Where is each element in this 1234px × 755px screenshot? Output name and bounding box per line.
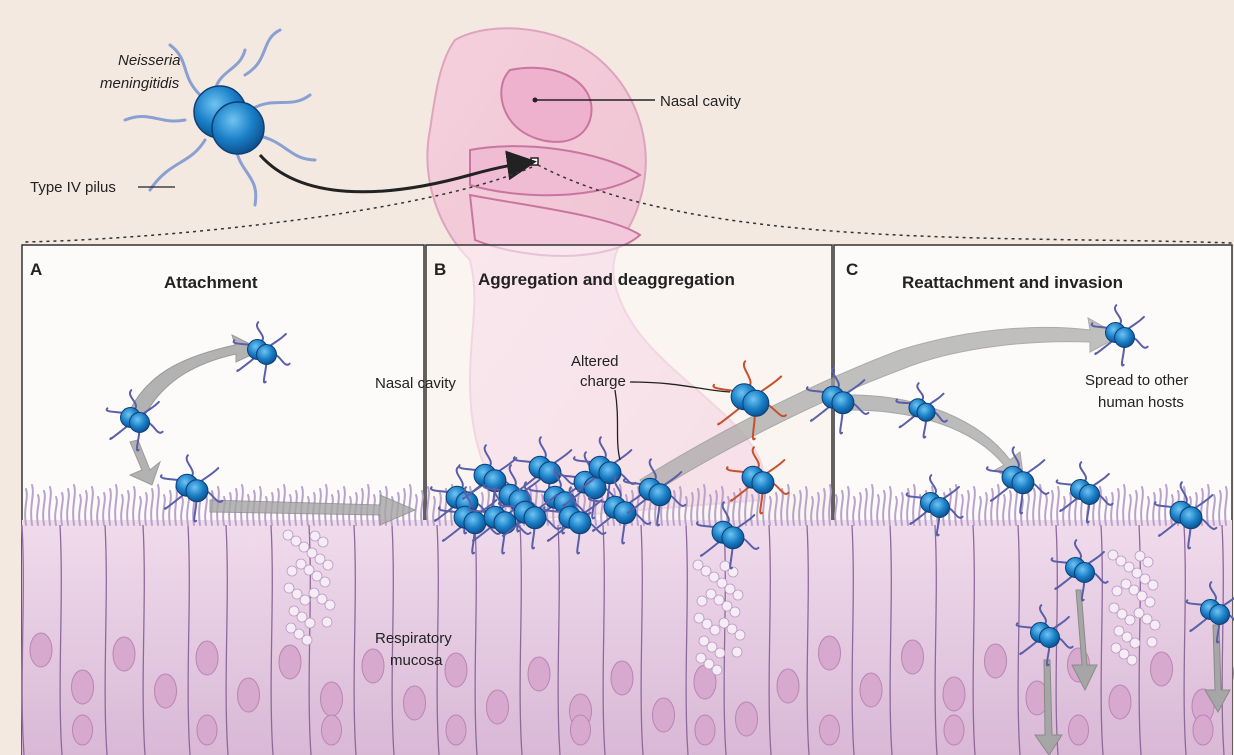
cell-nucleus [113,637,135,671]
zoom-marker [531,158,538,165]
cell-nucleus [72,670,94,704]
goblet-vesicle [735,630,745,640]
goblet-vesicle [1145,597,1155,607]
organism-name-line1: Neisseria [118,52,181,69]
goblet-vesicle [1125,615,1135,625]
cell-nucleus [322,715,342,745]
pilus-label: Type IV pilus [30,179,116,196]
spread-line2: human hosts [1098,394,1184,411]
cell-nucleus [571,715,591,745]
cell-nucleus [820,715,840,745]
goblet-vesicle [712,665,722,675]
goblet-vesicle [1147,637,1157,647]
cell-nucleus [197,715,217,745]
cell-nucleus [985,644,1007,678]
cell-nucleus [321,682,343,716]
goblet-vesicle [1150,620,1160,630]
altered-charge-line2: charge [580,373,626,390]
panel-c-letter: C [846,260,858,279]
cell-nucleus [944,715,964,745]
cell-nucleus [487,690,509,724]
cell-nucleus [196,641,218,675]
cell-nucleus [445,653,467,687]
goblet-vesicle [733,590,743,600]
cell-nucleus [860,673,882,707]
cell-nucleus [902,640,924,674]
nasal-cavity-label: Nasal cavity [660,93,741,110]
panel-b-letter: B [434,260,446,279]
cell-nucleus [73,715,93,745]
goblet-vesicle [287,566,297,576]
nasal-cavity-panel-label: Nasal cavity [375,375,456,392]
cell-nucleus [238,678,260,712]
cell-nucleus [736,702,758,736]
goblet-vesicle [1143,557,1153,567]
goblet-vesicle [300,595,310,605]
goblet-vesicle [1112,586,1122,596]
spread-line1: Spread to other [1085,372,1188,389]
goblet-vesicle [305,618,315,628]
cell-nucleus [446,715,466,745]
cell-nucleus [695,715,715,745]
goblet-vesicle [732,647,742,657]
cell-nucleus [819,636,841,670]
cell-nucleus [528,657,550,691]
goblet-vesicle [1130,638,1140,648]
cell-nucleus [777,669,799,703]
cell-nucleus [404,686,426,720]
altered-charge-line1: Altered [571,353,619,370]
panel-a-title: Attachment [164,273,258,292]
goblet-vesicle [318,537,328,547]
goblet-vesicle [730,607,740,617]
goblet-vesicle [715,648,725,658]
cell-nucleus [1109,685,1131,719]
goblet-vesicle [302,635,312,645]
goblet-vesicle [1148,580,1158,590]
panel-a-letter: A [30,260,42,279]
goblet-vesicle [710,625,720,635]
cell-nucleus [611,661,633,695]
goblet-vesicle [728,567,738,577]
goblet-vesicle [320,577,330,587]
goblet-vesicle [323,560,333,570]
panel-b-title: Aggregation and deaggregation [478,270,735,289]
goblet-vesicle [322,617,332,627]
goblet-vesicle [1127,655,1137,665]
goblet-vesicle [325,600,335,610]
respiratory-line1: Respiratory [375,630,452,647]
cell-nucleus [279,645,301,679]
cell-nucleus [362,649,384,683]
cell-nucleus [1069,715,1089,745]
cell-nucleus [155,674,177,708]
cell-nucleus [653,698,675,732]
respiratory-line2: mucosa [390,652,443,669]
cell-nucleus [1151,652,1173,686]
cell-nucleus [30,633,52,667]
goblet-vesicle [697,596,707,606]
cell-nucleus [943,677,965,711]
organism-name-line2: meningitidis [100,75,180,92]
cell-nucleus [1193,715,1213,745]
panel-c-title: Reattachment and invasion [902,273,1123,292]
